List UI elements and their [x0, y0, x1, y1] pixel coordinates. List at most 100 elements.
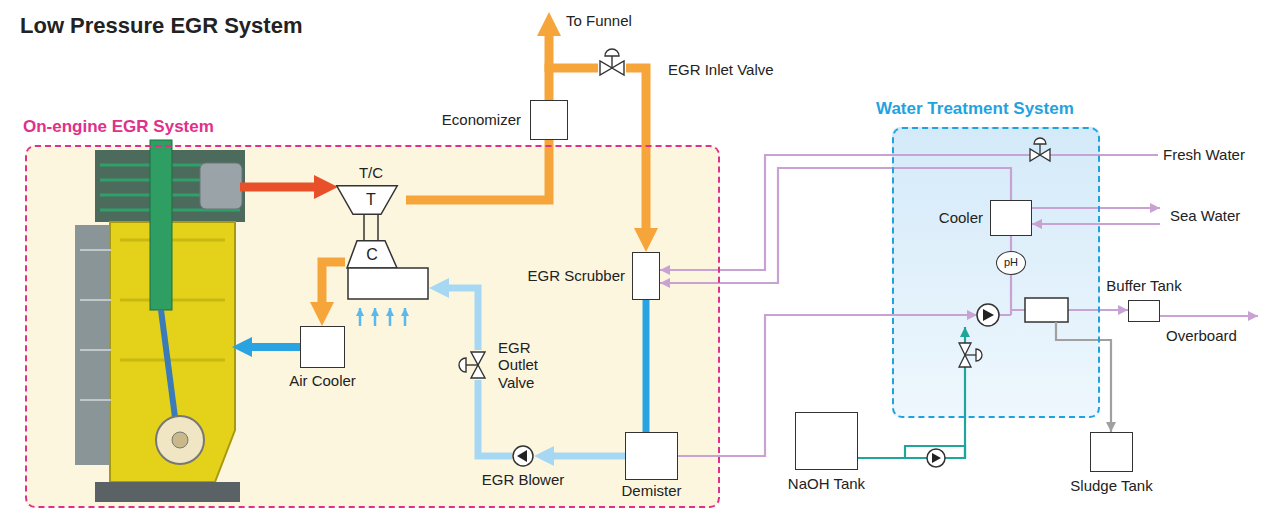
tank-box-outline: [796, 413, 857, 469]
node-label: NaOH Tank: [788, 475, 865, 493]
separator: [1025, 298, 1068, 322]
scrubber-box: EGR Scrubber: [632, 252, 660, 300]
water-pipes: [660, 155, 1258, 456]
compressor: C: [345, 240, 429, 300]
ph-sensor: pH: [996, 251, 1026, 275]
region-box: Water Treatment SystemCoolerpH: [892, 127, 1100, 418]
exhaust-arrows: [240, 183, 328, 192]
node-label: Cooler: [939, 209, 983, 227]
flow-label: Sea Water: [1170, 207, 1240, 224]
flow-connector: [660, 168, 1011, 283]
turbo-shaft: [377, 215, 379, 240]
compressor-outline: [345, 240, 429, 300]
naoh-dosing-line: [964, 327, 966, 343]
tank-box-outline: [1129, 301, 1159, 321]
node-label: T/C: [359, 164, 383, 182]
engine-illustration: [95, 482, 240, 502]
water-pipes: [1032, 223, 1160, 225]
fresh-water-valve: [1034, 138, 1046, 144]
node-label: EGR Scrubber: [527, 267, 625, 285]
turbine: T/CT: [336, 185, 406, 215]
dosing-valve: [976, 349, 982, 361]
cooler-box: Cooler: [990, 200, 1032, 236]
air-cooler-box-outline: [301, 327, 344, 367]
engine-illustration: [156, 416, 204, 464]
region-box-outline: [894, 129, 1098, 416]
region-box: On-engine EGR SystemT/CTCAir CoolerEGR O…: [25, 145, 720, 508]
node-label: Air Cooler: [289, 372, 356, 390]
tank-box: NaOH Tank: [795, 412, 858, 470]
engine-illustration: [200, 163, 242, 209]
separator: [1025, 298, 1068, 322]
dosing-pump: [927, 449, 945, 467]
node-label: Demister: [621, 482, 681, 500]
flow-label: Overboard: [1166, 327, 1237, 344]
flow-connector: [643, 300, 650, 432]
circulation-pump: [977, 304, 999, 326]
region-fill: [25, 145, 720, 508]
outlet-valve-outline: [458, 350, 490, 380]
cooler-box-outline: [991, 201, 1031, 235]
node-label: EGR Inlet Valve: [668, 61, 774, 79]
engine-illustration: [172, 432, 188, 448]
air-intake-arrows: [389, 308, 392, 326]
engine-illustration: [75, 140, 245, 502]
sludge-pipe: [1056, 322, 1111, 432]
node-label: T: [336, 190, 406, 209]
scrubber-box-outline: [633, 253, 659, 299]
blower: EGR Blower: [512, 445, 534, 467]
naoh-dosing-line: [945, 367, 965, 458]
dosing-valve: [965, 354, 976, 355]
fresh-water-valve: [1030, 138, 1050, 161]
tank-box: Sludge Tank: [1090, 432, 1133, 472]
demister-box: Demister: [625, 432, 678, 480]
diagram-title: Low Pressure EGR System: [20, 13, 302, 39]
tank-box: Buffer Tank: [1128, 300, 1160, 322]
fresh-water-valve: [1030, 149, 1040, 161]
node-label: C: [345, 245, 399, 264]
inlet-valve-outline: [598, 48, 626, 78]
air-cooler-box: Air Cooler: [300, 326, 345, 368]
fresh-water-valve: [1040, 149, 1050, 161]
blower-outline: [512, 445, 534, 467]
node-label: Economizer: [442, 111, 521, 129]
dosing-valve: [959, 343, 971, 355]
node-label: pH: [997, 256, 1025, 269]
inlet-valve: EGR Inlet Valve: [598, 48, 626, 78]
air-intake-arrows: [359, 308, 362, 326]
circulation-pump: [977, 304, 999, 326]
region-fill: [892, 127, 1100, 418]
naoh-dosing-line: [858, 327, 965, 458]
region-heading: Water Treatment System: [876, 99, 1074, 119]
engine-illustration: [150, 140, 172, 310]
water-pipes: [660, 155, 1158, 270]
dosing-pump: [932, 453, 941, 463]
flow-connector: [1010, 236, 1012, 251]
node-label: Sludge Tank: [1070, 477, 1152, 495]
engine-illustration: [80, 250, 112, 400]
air-intake-arrows: [374, 308, 377, 326]
outlet-valve: EGR Outlet Valve: [458, 350, 490, 380]
region-heading: On-engine EGR System: [23, 117, 214, 137]
flow-connector: [478, 380, 512, 456]
tank-box-outline: [1091, 433, 1132, 471]
turbo-shaft: [363, 215, 365, 240]
exhaust-arrows: [240, 22, 549, 347]
water-pipes: [1160, 315, 1258, 317]
flow-connector: [406, 140, 549, 200]
flow-connector: [439, 288, 478, 350]
turbo-shaft: [364, 215, 378, 240]
exhaust-arrows: [242, 343, 300, 351]
water-pipes: [1068, 309, 1128, 311]
economizer-box-outline: [531, 101, 567, 139]
naoh-dosing-line: [858, 457, 927, 459]
flow-connector: [549, 68, 598, 100]
node-label: EGR Blower: [482, 471, 565, 489]
economizer-box: Economizer: [530, 100, 568, 140]
water-pipes: [1032, 207, 1160, 209]
dosing-valve: [959, 355, 971, 367]
region-fill: [25, 127, 1100, 508]
node-label: EGR Outlet Valve: [498, 339, 538, 391]
node-label: Buffer Tank: [1106, 277, 1181, 295]
